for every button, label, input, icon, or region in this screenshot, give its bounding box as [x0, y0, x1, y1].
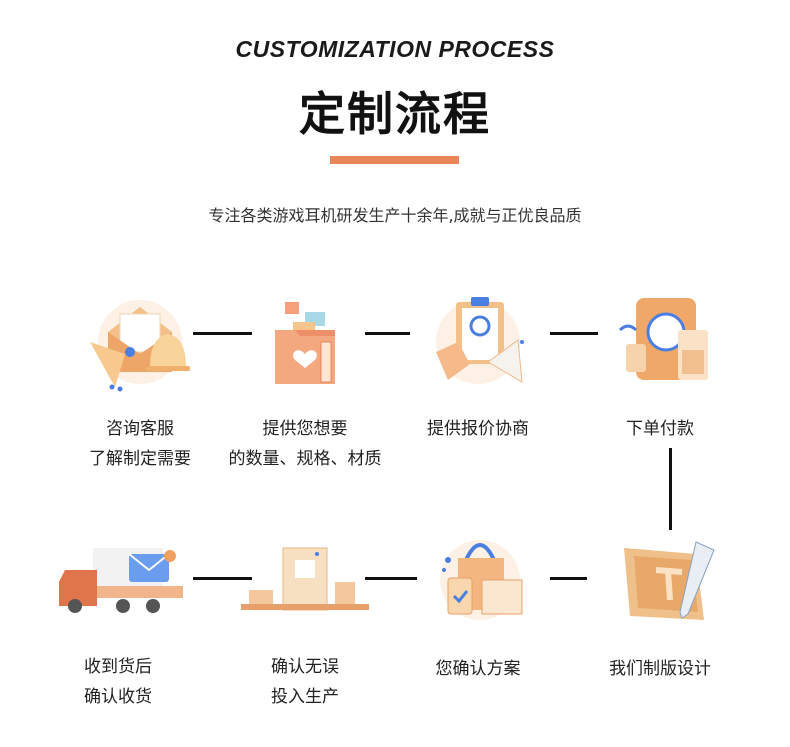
step-confirm-plan: 您确认方案 — [388, 530, 568, 684]
connector-line — [550, 332, 598, 335]
accent-divider — [330, 156, 459, 164]
shopping-bag-icon — [440, 540, 523, 620]
step-consult: 咨询客服了解制定需要 — [50, 292, 230, 474]
connector-line — [669, 448, 672, 530]
production-line-icon — [241, 547, 369, 611]
delivery-truck-icon — [59, 548, 183, 613]
connector-line — [193, 332, 252, 335]
step-label: 您确认方案 — [435, 659, 521, 679]
step-label: 下单付款 — [626, 419, 694, 439]
step-production: 确认无误投入生产 — [215, 538, 395, 712]
clipboard-megaphone-icon — [436, 297, 524, 384]
payment-terminal-icon — [618, 298, 708, 380]
folder-icon — [275, 302, 335, 384]
connector-line — [550, 577, 587, 580]
connector-line — [365, 577, 417, 580]
envelope-bell-icon — [90, 300, 190, 392]
connector-line — [365, 332, 410, 335]
subtitle: 专注各类游戏耳机研发生产十余年,成就与正优良品质 — [208, 206, 582, 225]
step-design: 我们制版设计 — [570, 536, 750, 684]
step-receive: 收到货后确认收货 — [28, 538, 208, 712]
title-chinese: 定制流程 — [299, 87, 491, 141]
step-label: 咨询客服了解制定需要 — [89, 419, 191, 469]
step-label: 我们制版设计 — [609, 659, 711, 679]
step-label: 收到货后确认收货 — [84, 657, 152, 707]
step-label: 确认无误投入生产 — [271, 657, 339, 707]
step-payment: 下单付款 — [570, 292, 750, 444]
step-quote: 提供报价协商 — [388, 292, 568, 444]
step-label: 提供您想要的数量、规格、材质 — [228, 419, 382, 469]
step-specs: 提供您想要的数量、规格、材质 — [215, 292, 395, 474]
design-drafting-icon — [624, 541, 715, 620]
step-label: 提供报价协商 — [427, 419, 529, 439]
title-english: CUSTOMIZATION PROCESS — [235, 36, 555, 62]
connector-line — [193, 577, 252, 580]
